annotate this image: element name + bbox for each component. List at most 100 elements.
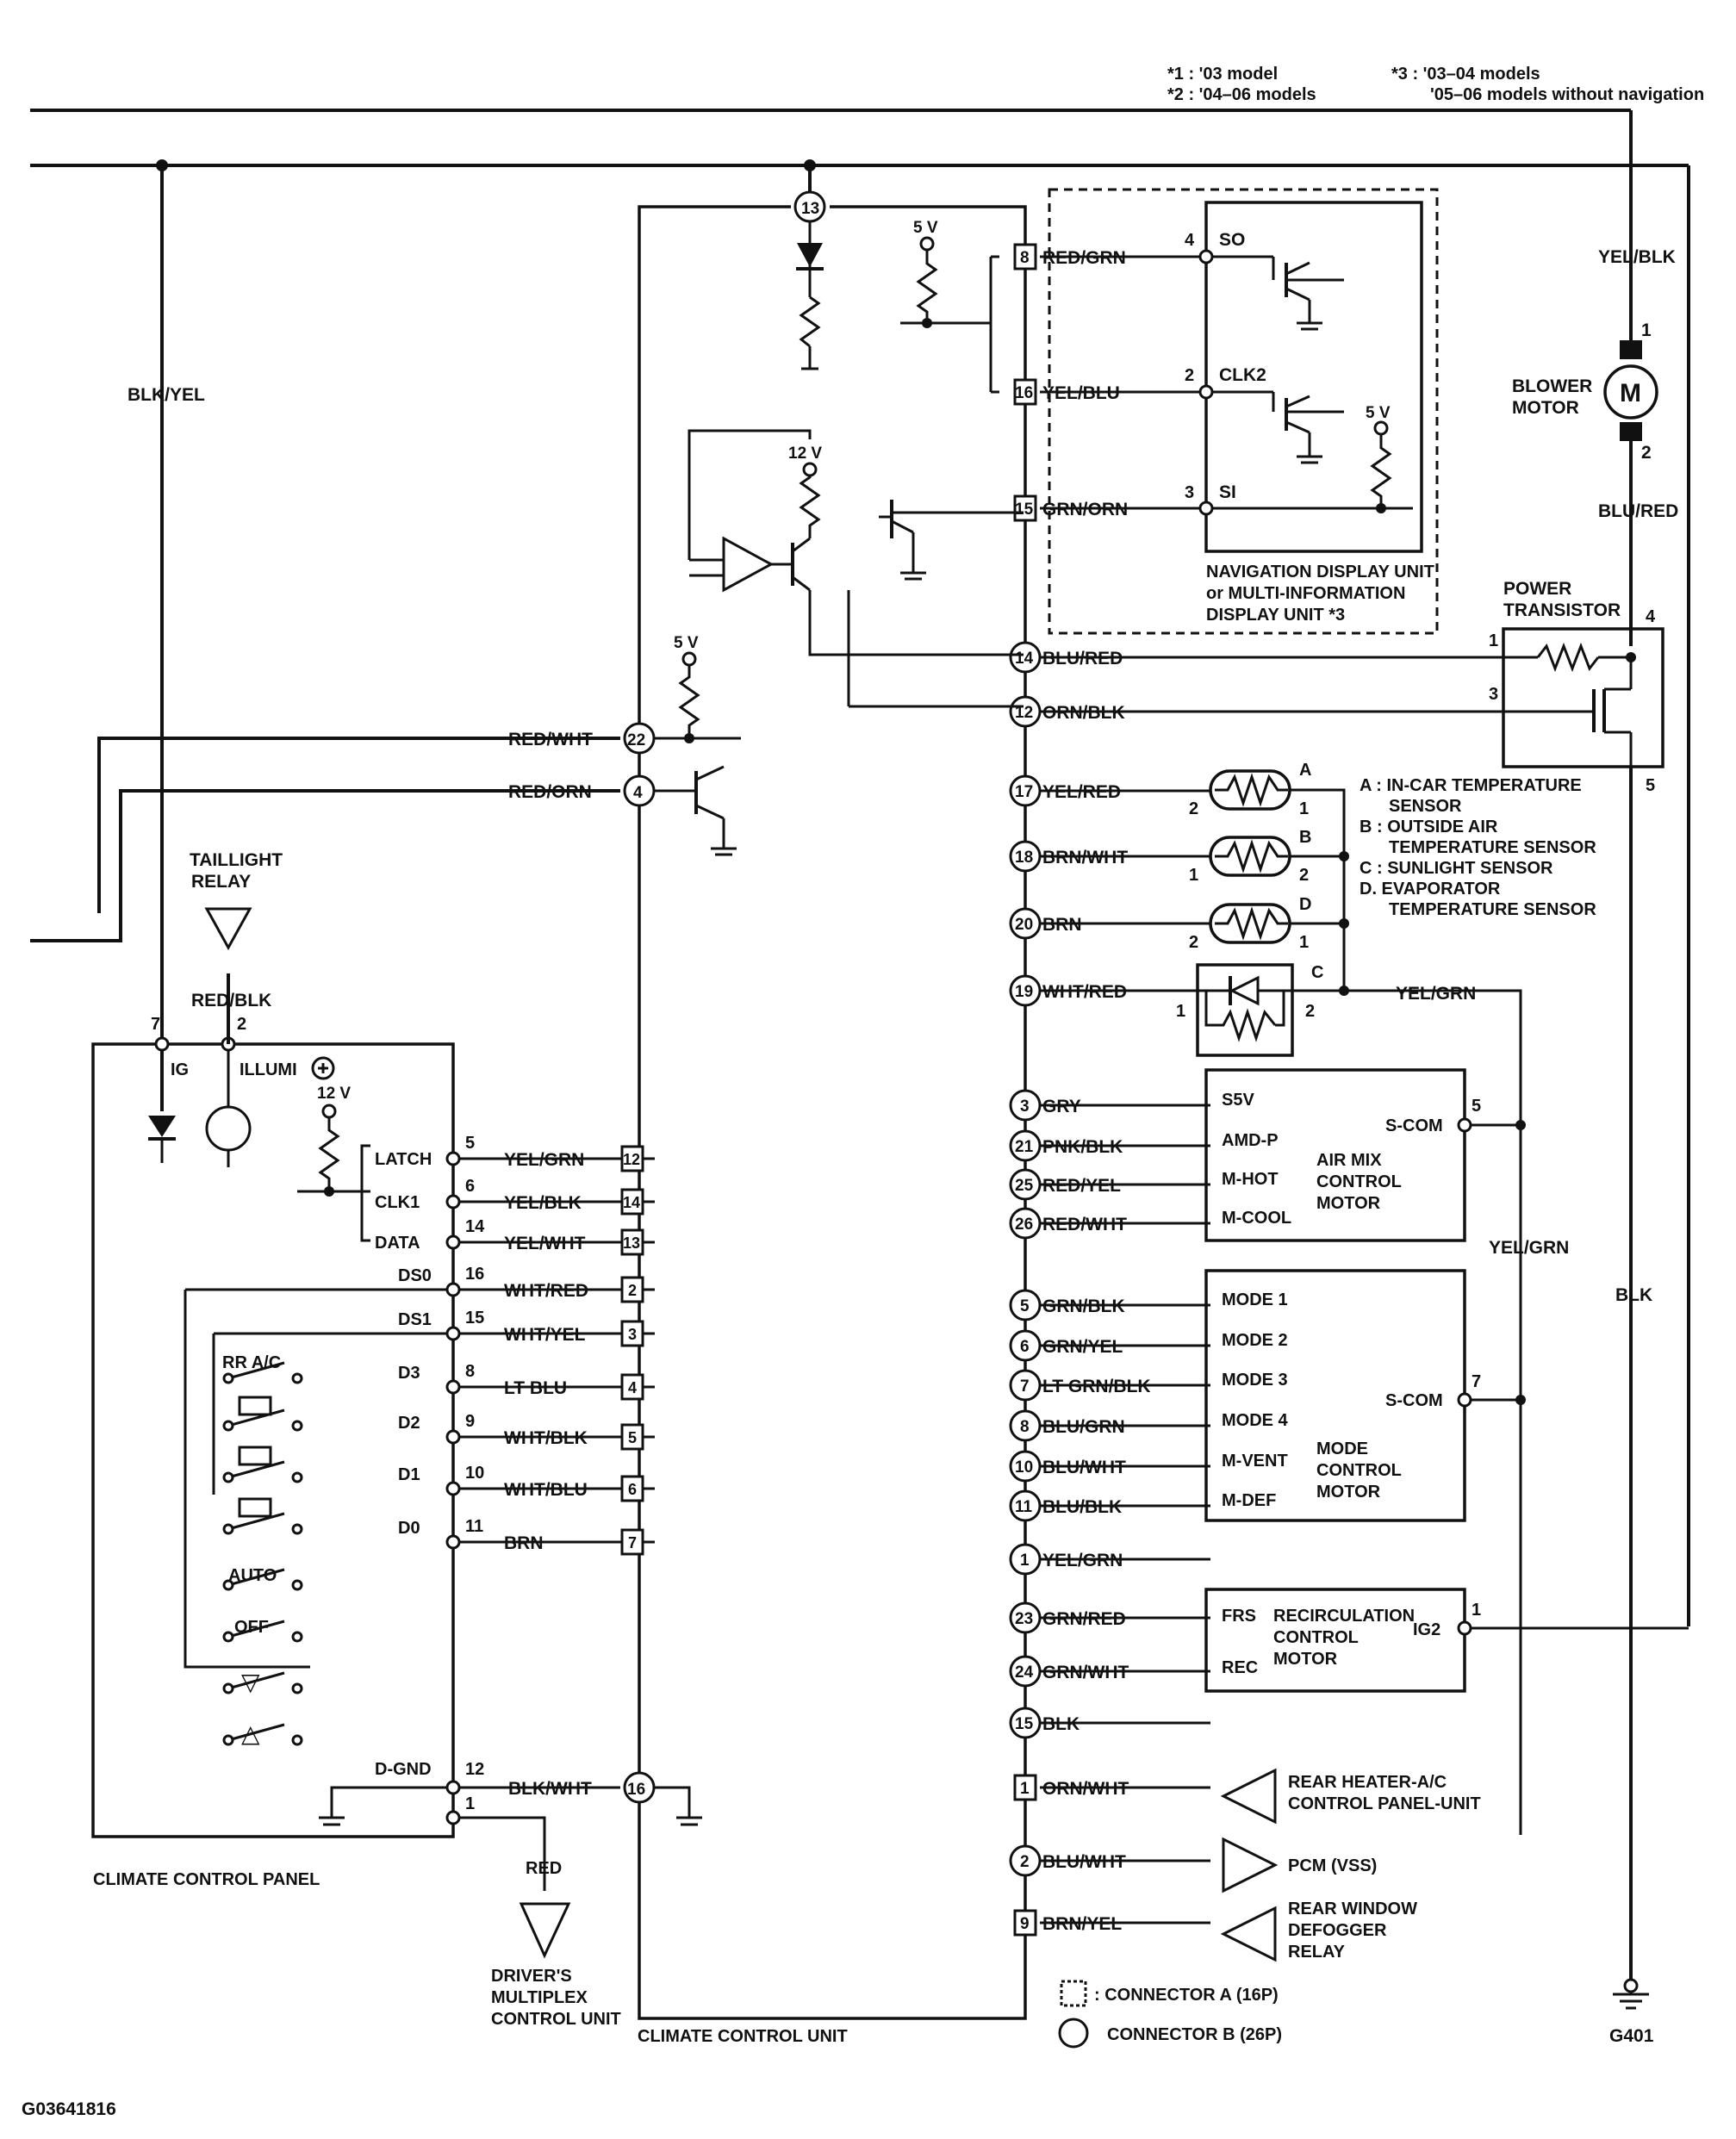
sensor-d-pin-1: 1 (1299, 933, 1309, 952)
ccu-pin-17: 17 (1015, 783, 1033, 801)
panel-wire: WHT/YEL (504, 1325, 586, 1345)
transistor-pin-1: 1 (1489, 631, 1498, 650)
wire-red: RED (526, 1859, 562, 1878)
rear-defrost-icon (238, 1396, 272, 1416)
sensor-a-pin-1: 1 (1299, 799, 1309, 818)
mode-scom: S-COM (1385, 1391, 1443, 1410)
airmix-mhot: M-HOT (1222, 1170, 1279, 1189)
ccu-a-pin: 4 (628, 1379, 637, 1396)
blower-pin-2: 2 (1641, 443, 1652, 463)
panel-wire: YEL/WHT (504, 1234, 586, 1253)
panel-num: 10 (465, 1464, 484, 1483)
ccu-a-pin: 3 (628, 1326, 637, 1343)
blower-label-2: MOTOR (1512, 398, 1579, 418)
recirculation-icon (238, 1497, 272, 1518)
panel-sig-DS1: DS1 (398, 1310, 432, 1329)
panel-num: 8 (465, 1362, 475, 1381)
ccu-pin-24: 24 (1015, 1663, 1034, 1682)
panel-switches: RR A/C AUTO OFF ▽ △ (184, 1288, 448, 1747)
ccu-5v-a: 5 V (913, 219, 938, 237)
recirc-ig2: IG2 (1413, 1620, 1440, 1639)
airmix-scom: S-COM (1385, 1116, 1443, 1135)
panel-sig-D3: D3 (398, 1364, 420, 1383)
ccu-pin-3: 3 (1020, 1097, 1030, 1116)
panel-num: 9 (465, 1412, 475, 1431)
ccu-pin-11: 11 (1015, 1498, 1033, 1516)
ccu-pin-5: 5 (1020, 1297, 1030, 1315)
airmix-amdp: AMD-P (1222, 1131, 1279, 1150)
ccu-5v-b: 5 V (674, 634, 699, 652)
front-defrost-icon (238, 1446, 272, 1466)
pin-13-num: 13 (801, 200, 819, 218)
ccu-pin-1: 1 (1020, 1780, 1030, 1798)
panel-sig-DS0: DS0 (398, 1266, 432, 1285)
panel-num: 11 (465, 1517, 483, 1536)
diagram-code: G03641816 (22, 2099, 116, 2119)
panel-num: 5 (465, 1134, 475, 1153)
mode-label-1: MODE (1316, 1439, 1368, 1458)
mux-label-1: DRIVER'S (491, 1967, 572, 1986)
pin-4-num: 4 (633, 784, 643, 802)
panel-ig: IG (171, 1060, 189, 1079)
ccu-pin-21: 21 (1015, 1138, 1034, 1156)
ccu-a-pin: 5 (628, 1429, 637, 1446)
sensor-c: C (1311, 963, 1323, 982)
defogger-3: RELAY (1288, 1943, 1346, 1962)
mode-2: MODE 2 (1222, 1331, 1288, 1350)
ccu-a-pin: 13 (623, 1234, 640, 1252)
ccu-pin-8: 8 (1020, 249, 1030, 267)
ccu-pin-10: 10 (1015, 1458, 1033, 1477)
nav-label-2: or MULTI-INFORMATION (1206, 584, 1405, 603)
ccu-pin-18: 18 (1015, 849, 1033, 867)
ccu-left-pins: 22 RED/WHT 5 V 4 RED/ORN (30, 634, 741, 942)
nav-label-3: DISPLAY UNIT *3 (1206, 606, 1345, 625)
sensor-a-pin-2: 2 (1189, 799, 1198, 818)
ccu-label: CLIMATE CONTROL UNIT (638, 2027, 848, 2046)
footnote-1: *1 : '03 model (1167, 65, 1278, 84)
panel-pin-7: 7 (151, 1015, 160, 1034)
legend-b-2: TEMPERATURE SENSOR (1389, 838, 1596, 857)
legend-d-2: TEMPERATURE SENSOR (1389, 900, 1596, 919)
ccu-a-pin: 2 (628, 1282, 637, 1299)
defogger-1: REAR WINDOW (1288, 1900, 1417, 1918)
wire-red-wht-22: RED/WHT (508, 730, 593, 749)
airmix-label-1: AIR MIX (1316, 1151, 1382, 1170)
navigation-display-unit: SO CLK2 SI 4 2 3 5 V NAVIGATION DISPLAY … (1048, 188, 1439, 635)
ccu-pin-8: 8 (1020, 1418, 1030, 1436)
airmix-s5v: S5V (1222, 1091, 1254, 1110)
climate-control-unit: CLIMATE CONTROL UNIT (638, 205, 1027, 2046)
panel-wire: WHT/RED (504, 1281, 588, 1301)
pin-16-bottom-num: 16 (627, 1781, 645, 1799)
wire-red-orn-4: RED/ORN (508, 782, 592, 802)
legend-a-2: SENSOR (1389, 797, 1462, 816)
mode-pin-7: 7 (1472, 1372, 1481, 1391)
nav-clk2: CLK2 (1219, 365, 1266, 385)
mode-mvent: M-VENT (1222, 1452, 1288, 1471)
wire-blu-red-right: BLU/RED (1598, 501, 1678, 521)
wire-red-blk: RED/BLK (191, 991, 271, 1010)
ccu-pin-23: 23 (1015, 1610, 1033, 1628)
panel-wire: BRN (504, 1533, 544, 1553)
pcm-vss: PCM (VSS) (1288, 1856, 1377, 1875)
legend-a-1: A : IN-CAR TEMPERATURE (1360, 776, 1582, 795)
ccu-pin-20: 20 (1015, 916, 1033, 934)
panel-illumi: ILLUMI (240, 1060, 297, 1079)
mode-3: MODE 3 (1222, 1371, 1288, 1390)
nav-pin-3: 3 (1185, 483, 1194, 502)
temperature-sensors: YEL/GRN YEL/GRN A B D C 2 1 1 2 2 1 1 2 … (1176, 761, 1596, 1835)
panel-wire: LT BLU (504, 1378, 567, 1398)
transistor-pin-4: 4 (1646, 607, 1656, 626)
sensor-c-pin-2: 2 (1305, 1002, 1315, 1021)
panel-num: 14 (465, 1217, 485, 1236)
panel-num: 16 (465, 1265, 484, 1284)
panel-wire: YEL/BLK (504, 1193, 582, 1213)
sensor-d-pin-2: 2 (1189, 933, 1198, 952)
wire-yel-grn-right: YEL/GRN (1489, 1238, 1569, 1258)
panel-pin-1: 1 (465, 1794, 475, 1813)
ccu-a-pin: 14 (623, 1194, 640, 1211)
footnote-2: *2 : '04–06 models (1167, 85, 1316, 104)
recirc-frs: FRS (1222, 1607, 1256, 1626)
mode-label-2: CONTROL (1316, 1461, 1402, 1480)
